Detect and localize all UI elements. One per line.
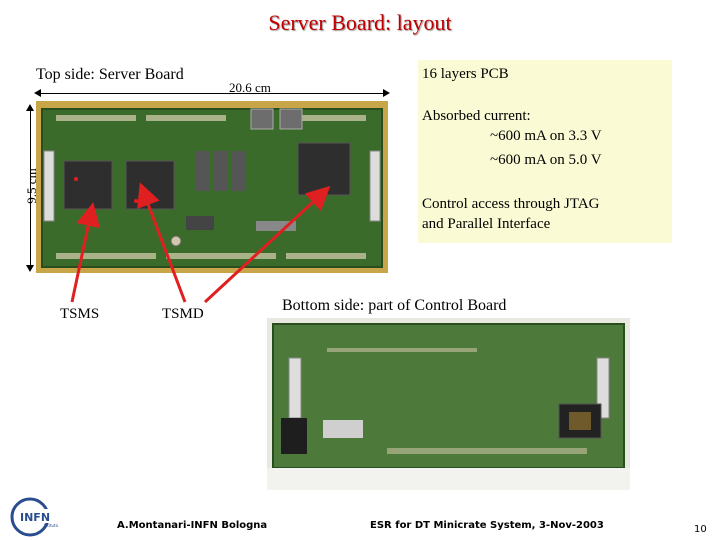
control-access-line1: Control access through JTAG [422,196,600,212]
svg-text:INFN: INFN [20,511,50,524]
svg-text:Istituto: Istituto [44,523,59,528]
pcb-layers-text: 16 layers PCB [422,66,509,82]
current-50v-text: ~600 mA on 5.0 V [490,152,602,168]
tsmd-label: TSMD [162,306,204,322]
slide-title: Server Board: layout [268,10,452,35]
control-access-line2: and Parallel Interface [422,216,551,232]
footer-author: A.Montanari-INFN Bologna [117,520,268,531]
height-dimension-line [26,104,34,272]
bottom-side-label: Bottom side: part of Control Board [282,297,507,314]
specs-box: 16 layers PCB Absorbed current: ~600 mA … [418,60,672,243]
width-dimension-line [34,89,390,97]
absorbed-current-heading: Absorbed current: [422,108,531,124]
server-board-top-image [36,101,388,273]
infn-logo: INFN Istituto [10,497,59,537]
control-board-bottom-image [267,318,630,490]
tsms-label: TSMS [60,306,100,322]
width-dimension-label: 20.6 cm [229,80,271,95]
page-number: 10 [694,524,707,535]
footer-event: ESR for DT Minicrate System, 3-Nov-2003 [370,520,604,531]
top-side-label: Top side: Server Board [36,66,184,83]
current-33v-text: ~600 mA on 3.3 V [490,128,602,144]
